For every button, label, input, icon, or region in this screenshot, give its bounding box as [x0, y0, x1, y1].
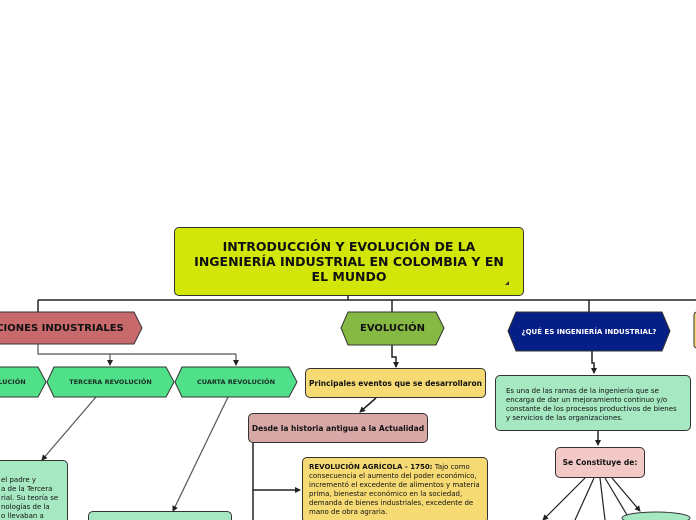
- definicion-box[interactable]: Es una de las ramas de la ingeniería que…: [495, 375, 691, 431]
- child-tercera-shape: [46, 366, 175, 398]
- child-cuarta-label: CUARTA REVOLUCIÓN: [196, 378, 276, 386]
- revolucion-agricola-box[interactable]: REVOLUCIÓN AGRÍCOLA - 1750: Tajo como co…: [302, 457, 488, 520]
- partial-cylinder-shape: [621, 511, 691, 520]
- child-tercera-label: TERCERA REVOLUCIÓN: [69, 378, 152, 386]
- principales-eventos[interactable]: Principales eventos que se desarrollaron: [305, 368, 486, 398]
- child-segunda-revolucion[interactable]: LUCIÓN: [0, 367, 44, 397]
- branch-que-es-shape: [507, 311, 671, 352]
- expand-corner-icon: [505, 281, 509, 285]
- branch-revoluciones[interactable]: CIONES INDUSTRIALES: [0, 312, 140, 344]
- branch-revoluciones-label: CIONES INDUSTRIALES: [0, 322, 124, 334]
- historia-actualidad[interactable]: Desde la historia antigua a la Actualida…: [248, 413, 428, 443]
- branch-que-es[interactable]: ¿QUÉ ES INGENIERÍA INDUSTRIAL?: [508, 312, 670, 351]
- central-topic-text: INTRODUCCIÓN Y EVOLUCIÓN DE LA INGENIERÍ…: [194, 239, 504, 284]
- se-constituye[interactable]: Se Constituye de:: [555, 447, 645, 478]
- definicion-text: Es una de las ramas de la ingeniería que…: [506, 387, 677, 422]
- principales-eventos-label: Principales eventos que se desarrollaron: [309, 378, 482, 388]
- tercera-description-box[interactable]: el padre y a de la Tercera rial. Su teor…: [0, 460, 68, 520]
- revolucion-agricola-title: REVOLUCIÓN AGRÍCOLA - 1750:: [309, 463, 433, 471]
- child-cuarta-shape: [174, 366, 298, 398]
- child-segunda-label: LUCIÓN: [0, 378, 26, 386]
- branch-revoluciones-shape: [0, 311, 143, 345]
- child-segunda-shape: [0, 366, 47, 398]
- branch-evolucion-shape: [340, 311, 445, 346]
- branch-evolucion-label: EVOLUCIÓN: [360, 323, 425, 334]
- historia-actualidad-label: Desde la historia antigua a la Actualida…: [251, 423, 425, 433]
- revolucion-agricola-text: Tajo como consecuencia el aumento del po…: [309, 463, 480, 516]
- tercera-description-text: el padre y a de la Tercera rial. Su teor…: [1, 476, 59, 520]
- child-cuarta-revolucion[interactable]: CUARTA REVOLUCIÓN: [175, 367, 297, 397]
- branch-evolucion[interactable]: EVOLUCIÓN: [341, 312, 444, 345]
- central-topic[interactable]: INTRODUCCIÓN Y EVOLUCIÓN DE LA INGENIERÍ…: [174, 227, 524, 296]
- branch-que-es-label: ¿QUÉ ES INGENIERÍA INDUSTRIAL?: [521, 327, 657, 336]
- se-constituye-label: Se Constituye de:: [562, 458, 638, 467]
- cuarta-description-box[interactable]: [88, 511, 232, 520]
- child-tercera-revolucion[interactable]: TERCERA REVOLUCIÓN: [47, 367, 174, 397]
